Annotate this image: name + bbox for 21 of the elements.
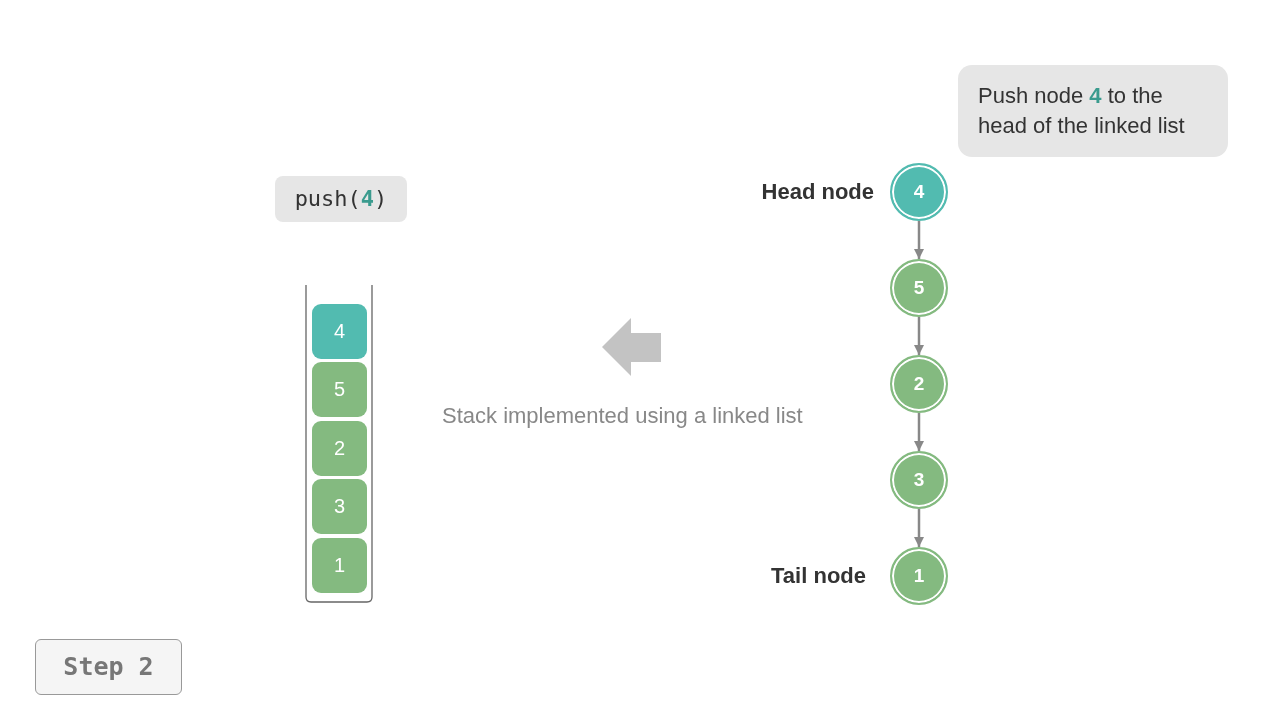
step-label: Step 2 bbox=[35, 639, 182, 695]
node-caption: Head node bbox=[761, 179, 874, 205]
list-node-circle: 5 bbox=[890, 259, 948, 317]
stack-element: 5 bbox=[312, 362, 367, 417]
list-node-circle: 3 bbox=[890, 451, 948, 509]
callout-box: Push node 4 to the head of the linked list bbox=[958, 65, 1228, 157]
code-label: push(4) bbox=[275, 176, 407, 222]
arrow bbox=[914, 221, 924, 259]
arrow bbox=[914, 509, 924, 547]
stack-element: 1 bbox=[312, 538, 367, 593]
arrow bbox=[914, 413, 924, 451]
caption-text: Stack implemented using a linked list bbox=[442, 403, 803, 429]
stack-element: 2 bbox=[312, 421, 367, 476]
stack-element: 3 bbox=[312, 479, 367, 534]
stack-container bbox=[305, 285, 373, 603]
arrow bbox=[914, 317, 924, 355]
list-node-circle: 2 bbox=[890, 355, 948, 413]
list-node-circle: 4 bbox=[890, 163, 948, 221]
stack-element: 4 bbox=[312, 304, 367, 359]
list-node-circle: 1 bbox=[890, 547, 948, 605]
node-caption: Tail node bbox=[771, 563, 866, 589]
